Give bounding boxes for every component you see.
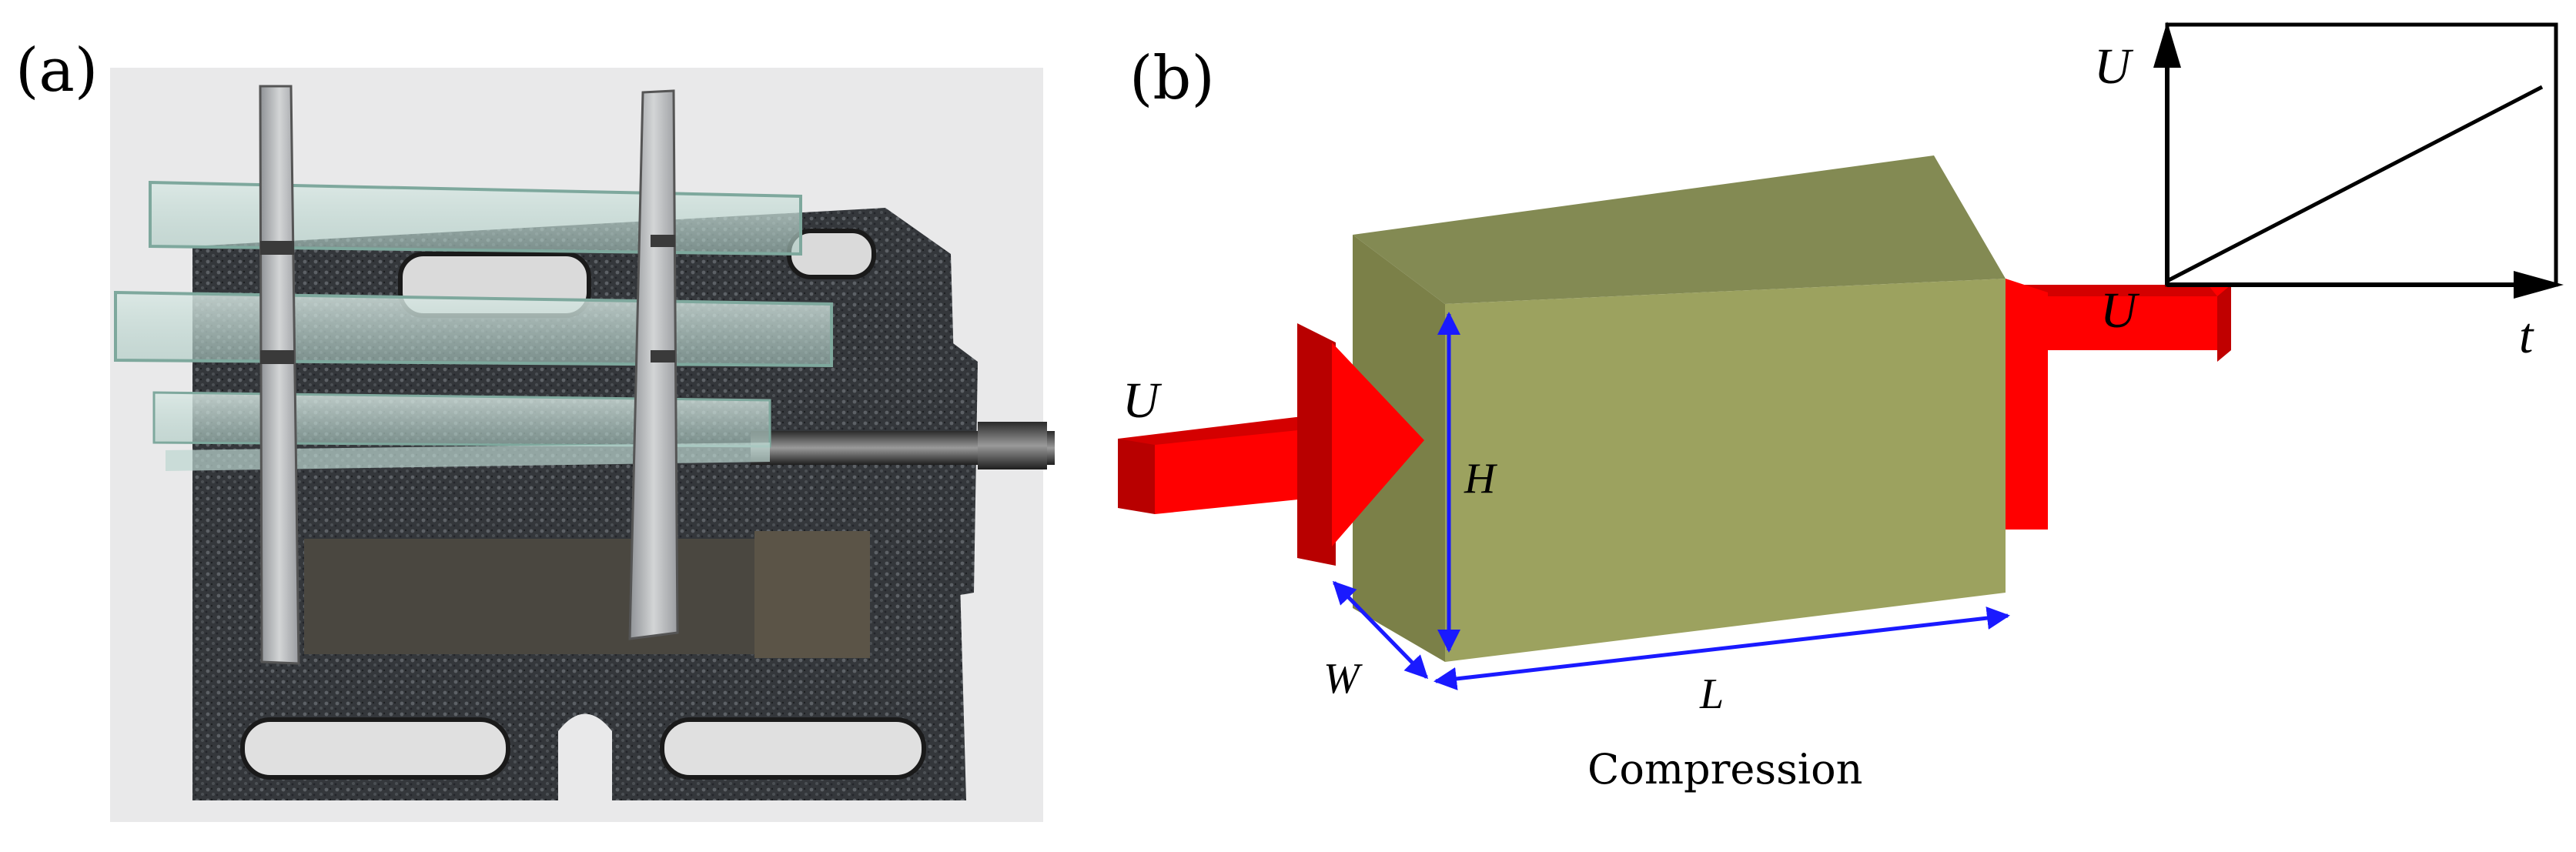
block-top-face (1353, 155, 2006, 304)
lead-screw-end (978, 422, 1047, 469)
inset-ramp-line (2166, 85, 2544, 283)
vise-floor (304, 539, 843, 654)
base-slot-right (660, 717, 926, 780)
left-arrow-shaft-end (1118, 439, 1155, 514)
panel-b-label: (b) (1129, 44, 1215, 113)
inset-y-arrowhead (2153, 22, 2181, 68)
steel-plate-left (259, 85, 300, 665)
plate-notch (260, 241, 294, 255)
caption: Compression (1587, 745, 1862, 794)
plate-notch (651, 235, 675, 247)
left-arrow-head (1332, 342, 1424, 546)
inset-y-label: U (2094, 38, 2134, 95)
left-force-label: U (1122, 373, 1163, 429)
vise-jaw (878, 327, 978, 608)
left-compression-arrow (1118, 323, 1424, 566)
base-notch (558, 713, 612, 800)
glass-slide-middle (114, 290, 833, 368)
plate-notch (260, 350, 294, 364)
dimension-lines (1332, 312, 2010, 690)
left-arrow-shaft (1155, 427, 1328, 514)
inset-frame (2165, 22, 2558, 287)
vise-floor-right (754, 531, 870, 658)
right-compression-arrow (2006, 279, 2231, 530)
sample-block (1353, 155, 2006, 662)
right-arrow-shaft-side (2217, 285, 2231, 362)
right-arrow-head (2006, 279, 2048, 530)
right-arrow-shaft (2009, 285, 2231, 350)
height-label: H (1464, 455, 1497, 503)
base-slot-left (240, 717, 510, 780)
right-arrow-shaft-top (2009, 285, 2217, 296)
glass-slide-lower (152, 391, 771, 448)
left-arrow-head-back (1297, 323, 1336, 566)
width-dimension (1332, 580, 1429, 680)
right-force-label: U (2100, 282, 2140, 339)
plate-notch (651, 350, 675, 363)
glass-slide-bottom (166, 443, 770, 471)
panel-a-label: (a) (15, 36, 98, 105)
loading-inset: U t (2094, 22, 2564, 364)
inset-x-label: t (2519, 308, 2534, 364)
block-front-face (1445, 279, 2006, 662)
steel-plate-right (628, 89, 679, 640)
inset-x-arrowhead (2514, 271, 2564, 299)
length-dimension (1434, 606, 2010, 690)
vise-photo (110, 68, 1055, 822)
glass-slide-top (149, 180, 802, 256)
width-label: W (1323, 655, 1363, 703)
length-label: L (1699, 670, 1724, 718)
